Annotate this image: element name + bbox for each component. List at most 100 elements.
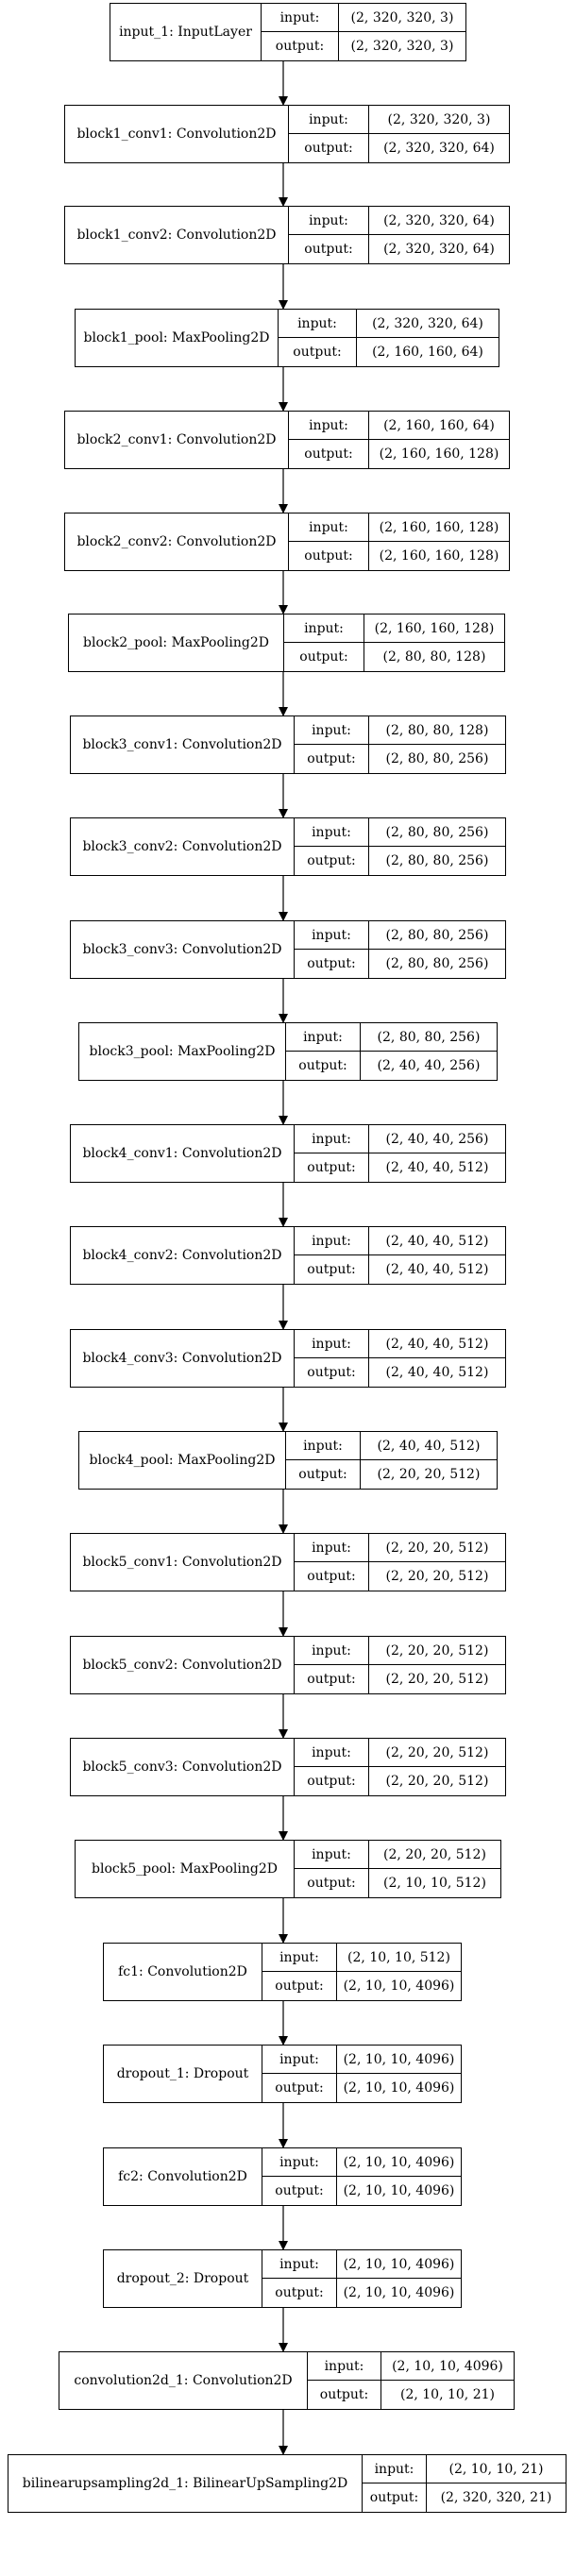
output-label: output: <box>289 542 369 570</box>
input-label: input: <box>295 921 369 950</box>
layer-name: block5_conv3: Convolution2D <box>71 1739 295 1795</box>
output-shape: (2, 40, 40, 512) <box>385 1160 489 1175</box>
output-shape: (2, 80, 80, 256) <box>385 853 489 868</box>
output-label: output: <box>363 2483 427 2512</box>
output-shape: (2, 160, 160, 64) <box>372 345 483 360</box>
input-shape: (2, 320, 320, 64) <box>357 310 499 338</box>
output-shape: (2, 20, 20, 512) <box>385 1569 489 1584</box>
output-label: output: <box>262 2074 337 2102</box>
layer-name: input_1: InputLayer <box>110 4 262 60</box>
input-shape: (2, 20, 20, 512) <box>369 1637 505 1665</box>
input-shape: (2, 10, 10, 4096) <box>337 2046 461 2074</box>
input-shape: (2, 10, 10, 21) <box>427 2455 566 2483</box>
output-label: output: <box>308 2381 381 2409</box>
input-label: input: <box>295 1227 369 1255</box>
output-shape: (2, 10, 10, 4096) <box>343 2183 455 2198</box>
layer-name: block3_conv1: Convolution2D <box>71 716 295 773</box>
input-shape: (2, 40, 40, 512) <box>369 1227 505 1255</box>
layer-name: block5_conv2: Convolution2D <box>71 1637 295 1693</box>
layer-name: block2_conv2: Convolution2D <box>65 514 289 570</box>
output-shape: (2, 40, 40, 512) <box>385 1262 489 1277</box>
output-label: output: <box>289 235 369 263</box>
output-label: output: <box>295 1358 369 1387</box>
input-label: input: <box>262 2250 337 2279</box>
layer-name: block4_conv3: Convolution2D <box>71 1330 295 1387</box>
input-label: input: <box>308 2352 381 2381</box>
input-shape: (2, 80, 80, 256) <box>369 921 505 950</box>
output-shape: (2, 40, 40, 512) <box>385 1365 489 1380</box>
layer-name: block4_conv2: Convolution2D <box>71 1227 295 1284</box>
input-shape: (2, 160, 160, 128) <box>369 514 509 542</box>
output-shape: (2, 40, 40, 256) <box>377 1058 481 1073</box>
output-shape: (2, 320, 320, 64) <box>383 242 495 257</box>
output-label: output: <box>286 1460 361 1489</box>
input-label: input: <box>295 1739 369 1767</box>
input-label: input: <box>289 207 369 235</box>
output-shape: (2, 320, 320, 21) <box>440 2490 552 2505</box>
input-shape: (2, 160, 160, 128) <box>364 615 504 643</box>
output-label: output: <box>295 1255 369 1284</box>
output-shape: (2, 160, 160, 128) <box>379 548 499 564</box>
layer-name: block3_conv2: Convolution2D <box>71 818 295 875</box>
output-shape: (2, 80, 80, 128) <box>382 649 486 665</box>
layer-name: block1_conv2: Convolution2D <box>65 207 289 263</box>
output-label: output: <box>262 1972 337 2000</box>
input-shape: (2, 20, 20, 512) <box>369 1841 500 1869</box>
output-label: output: <box>289 440 369 468</box>
input-label: input: <box>363 2455 427 2483</box>
output-shape: (2, 320, 320, 64) <box>383 141 495 156</box>
layer-name: fc2: Convolution2D <box>104 2148 262 2205</box>
output-shape: (2, 10, 10, 4096) <box>343 2285 455 2300</box>
output-shape: (2, 80, 80, 256) <box>385 956 489 971</box>
input-shape: (2, 40, 40, 256) <box>369 1125 505 1153</box>
layer-name: fc1: Convolution2D <box>104 1944 262 2000</box>
layer-name: block4_pool: MaxPooling2D <box>79 1432 286 1489</box>
input-label: input: <box>262 2046 337 2074</box>
input-label: input: <box>286 1023 361 1052</box>
output-label: output: <box>295 1562 369 1591</box>
output-shape: (2, 80, 80, 256) <box>385 751 489 766</box>
output-shape: (2, 320, 320, 3) <box>350 39 454 54</box>
input-shape: (2, 10, 10, 4096) <box>381 2352 514 2381</box>
input-shape: (2, 320, 320, 3) <box>339 4 465 32</box>
input-shape: (2, 40, 40, 512) <box>369 1330 505 1358</box>
input-label: input: <box>295 1841 369 1869</box>
output-shape: (2, 160, 160, 128) <box>379 446 499 462</box>
output-shape: (2, 20, 20, 512) <box>385 1774 489 1789</box>
input-shape: (2, 80, 80, 256) <box>361 1023 497 1052</box>
output-label: output: <box>295 745 369 773</box>
input-label: input: <box>284 615 364 643</box>
layer-name: block3_pool: MaxPooling2D <box>79 1023 286 1080</box>
input-shape: (2, 320, 320, 64) <box>369 207 509 235</box>
output-shape: (2, 10, 10, 4096) <box>343 2080 455 2096</box>
output-label: output: <box>286 1052 361 1080</box>
output-label: output: <box>262 2279 337 2307</box>
layer-name: block2_conv1: Convolution2D <box>65 412 289 468</box>
layer-name: block2_pool: MaxPooling2D <box>69 615 284 671</box>
output-label: output: <box>279 338 357 366</box>
layer-name: block5_pool: MaxPooling2D <box>76 1841 295 1897</box>
output-label: output: <box>295 950 369 978</box>
input-shape: (2, 160, 160, 64) <box>369 412 509 440</box>
layer-name: convolution2d_1: Convolution2D <box>59 2352 308 2409</box>
output-shape: (2, 10, 10, 21) <box>400 2387 495 2402</box>
input-label: input: <box>295 818 369 847</box>
output-label: output: <box>262 2177 337 2205</box>
